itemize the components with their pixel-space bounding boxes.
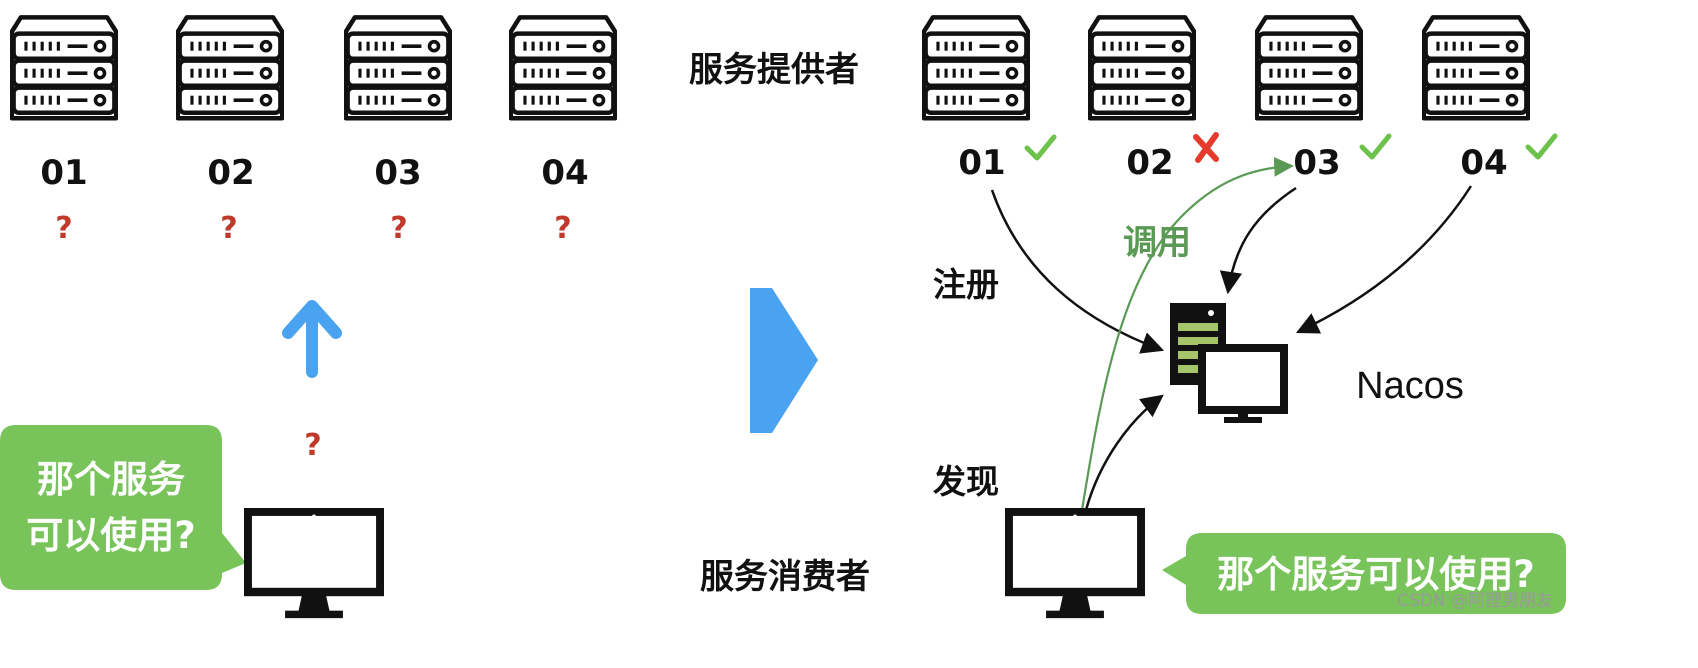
- up-arrow-icon: [282, 300, 342, 378]
- server-icon: [1257, 17, 1361, 118]
- left-server-id-04: 04: [541, 153, 588, 193]
- left-speech-bubble: 那个服务 可以使用?: [0, 425, 246, 590]
- consumer-label: 服务消费者: [700, 557, 870, 597]
- status-ok-icon: [1525, 133, 1558, 160]
- left-server-status-03: ?: [390, 211, 407, 246]
- server-icon: [12, 17, 116, 118]
- registry-server-icon: [1170, 303, 1288, 423]
- provider-label: 服务提供者: [689, 50, 859, 90]
- server-icon: [346, 17, 450, 118]
- right-server-id-03: 03: [1293, 143, 1340, 183]
- left-server-id-03: 03: [374, 153, 421, 193]
- right-server-id-02: 02: [1126, 143, 1173, 183]
- register-arrow: [1219, 186, 1297, 295]
- left-server-status-02: ?: [220, 211, 237, 246]
- left-panel: 01 02 03 04 ? ? ? ? ? 那个服务 可以使用?: [0, 17, 615, 618]
- register-arrow: [1295, 185, 1473, 334]
- left-connection-status: ?: [304, 428, 321, 463]
- server-icon: [511, 17, 615, 118]
- left-bubble-line2: 可以使用?: [26, 514, 195, 557]
- right-servers: [924, 17, 1528, 118]
- right-arrow-icon: [750, 288, 818, 433]
- right-server-id-04: 04: [1460, 143, 1507, 183]
- right-server-id-01: 01: [958, 143, 1005, 183]
- status-ok-icon: [1024, 134, 1057, 161]
- center-panel: 服务提供者 服务消费者: [689, 50, 870, 597]
- left-server-id-02: 02: [207, 153, 254, 193]
- right-consumer-monitor-icon: [1009, 512, 1142, 618]
- watermark: CSDN @阿狸男朋友: [1397, 591, 1553, 611]
- left-server-status-01: ?: [55, 211, 72, 246]
- status-fail-icon: [1193, 132, 1219, 163]
- register-label: 注册: [933, 265, 999, 304]
- server-icon: [178, 17, 282, 118]
- right-bubble-text: 那个服务可以使用?: [1217, 553, 1534, 596]
- registry-name: Nacos: [1356, 365, 1464, 407]
- server-icon: [1090, 17, 1194, 118]
- invoke-label: 调用: [1123, 223, 1191, 263]
- status-ok-icon: [1359, 133, 1392, 160]
- right-speech-bubble: 那个服务可以使用?: [1162, 533, 1566, 614]
- invoke-arrow: [1080, 156, 1294, 511]
- left-bubble-line1: 那个服务: [37, 458, 185, 501]
- discover-arrow: [1084, 394, 1164, 511]
- right-panel: 01 02 03 04 注册 发现 调用: [924, 17, 1566, 618]
- server-icon: [924, 17, 1028, 118]
- left-servers: [12, 17, 615, 118]
- register-arrow: [990, 189, 1165, 354]
- left-server-status-04: ?: [554, 211, 571, 246]
- left-consumer-monitor-icon: [248, 512, 381, 618]
- server-icon: [1424, 17, 1528, 118]
- discover-label: 发现: [933, 462, 999, 501]
- left-server-id-01: 01: [40, 153, 87, 193]
